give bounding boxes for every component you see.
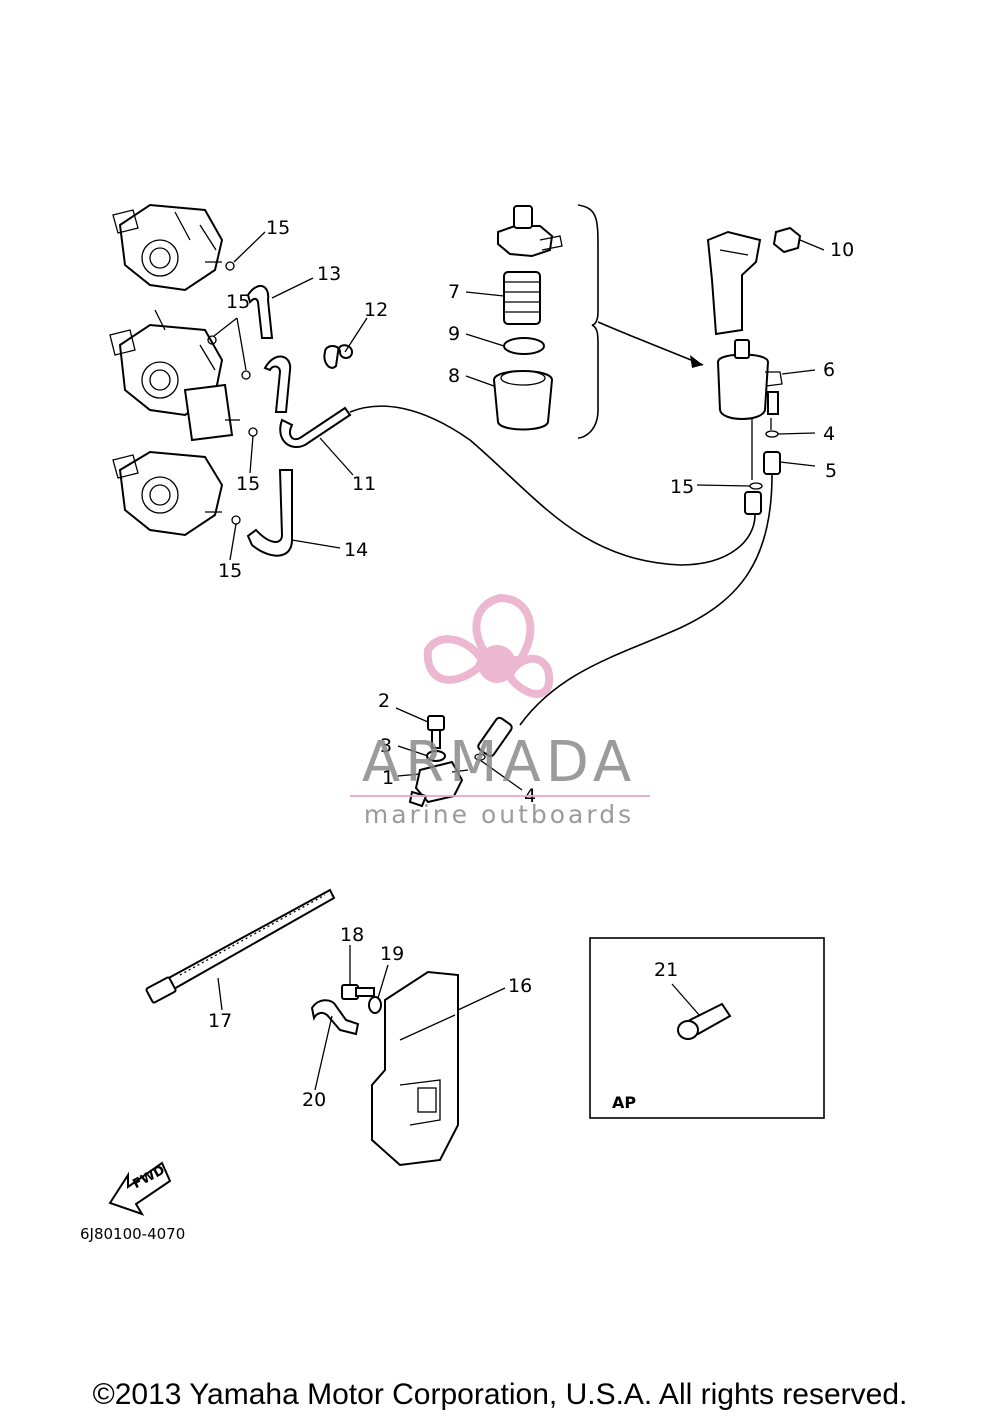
holder-20 xyxy=(310,999,360,1036)
callout-15-middle: 15 xyxy=(226,291,250,313)
bolt-2 xyxy=(427,715,445,749)
carburetor-middle xyxy=(109,309,240,442)
callout-9: 9 xyxy=(448,323,460,345)
hose-13 xyxy=(246,285,274,339)
callout-15-bottom: 15 xyxy=(218,560,242,582)
copyright-notice: ©2013 Yamaha Motor Corporation, U.S.A. A… xyxy=(92,1378,908,1411)
watermark-tagline: marine outboards xyxy=(363,800,635,829)
callout-4-right: 4 xyxy=(823,423,835,445)
inset-label: AP xyxy=(612,1093,637,1112)
clip-4-right xyxy=(765,430,779,438)
carburetor-top xyxy=(112,203,224,292)
fuel-line-upper xyxy=(349,405,756,566)
washer-19 xyxy=(368,996,382,1014)
watermark-propeller-icon xyxy=(423,593,554,698)
callout-10: 10 xyxy=(830,239,854,261)
filter-element-7 xyxy=(503,271,541,325)
joint-right-lower xyxy=(744,491,762,515)
callout-12: 12 xyxy=(364,299,388,321)
callout-17: 17 xyxy=(208,1010,232,1032)
fuel-line-lower xyxy=(519,474,773,726)
callout-15-top: 15 xyxy=(266,217,290,239)
callout-13: 13 xyxy=(317,263,341,285)
cable-tie-17 xyxy=(145,888,336,1004)
callout-20: 20 xyxy=(302,1089,326,1111)
assembly-arrow xyxy=(597,321,704,366)
watermark-brand: ARMADA xyxy=(361,730,637,795)
bracket-brace xyxy=(577,204,599,439)
callout-8: 8 xyxy=(448,365,460,387)
filter-bracket xyxy=(706,230,762,336)
hose-11-elbow xyxy=(279,406,352,448)
fwd-arrow-icon xyxy=(108,1161,172,1216)
watermark-divider xyxy=(350,795,650,797)
callout-19: 19 xyxy=(380,943,404,965)
o-ring-9 xyxy=(503,337,545,355)
filter-cap xyxy=(497,205,563,258)
callout-18: 18 xyxy=(340,924,364,946)
inset-box xyxy=(589,937,825,1119)
hose-14 xyxy=(246,469,293,557)
bracket-16 xyxy=(371,970,459,1167)
filter-bowl-8 xyxy=(492,370,554,431)
callout-6: 6 xyxy=(823,359,835,381)
joint-5 xyxy=(763,451,781,475)
callout-15-lower: 15 xyxy=(236,473,260,495)
callout-7: 7 xyxy=(448,281,460,303)
hose-11 xyxy=(263,355,292,413)
callout-15-right: 15 xyxy=(670,476,694,498)
nut-10 xyxy=(772,226,802,254)
callout-14: 14 xyxy=(344,539,368,561)
leader-lines xyxy=(213,231,825,1091)
carburetor-bottom xyxy=(112,450,224,537)
callout-1: 1 xyxy=(382,767,394,789)
fuel-line-vertical xyxy=(751,418,772,480)
fuel-filter-6 xyxy=(716,339,783,420)
callout-16: 16 xyxy=(508,975,532,997)
assembly-arrowhead xyxy=(690,355,703,368)
hose-connector-lower xyxy=(477,716,513,758)
bolt-18 xyxy=(341,984,375,1000)
fitting-21 xyxy=(677,1002,732,1040)
callout-11: 11 xyxy=(352,473,376,495)
callout-2: 2 xyxy=(378,690,390,712)
callout-3: 3 xyxy=(380,735,392,757)
clip-15-right xyxy=(749,482,763,490)
callout-21: 21 xyxy=(654,959,678,981)
callout-5: 5 xyxy=(825,460,837,482)
diagram-part-code: 6J80100-4070 xyxy=(80,1225,186,1243)
